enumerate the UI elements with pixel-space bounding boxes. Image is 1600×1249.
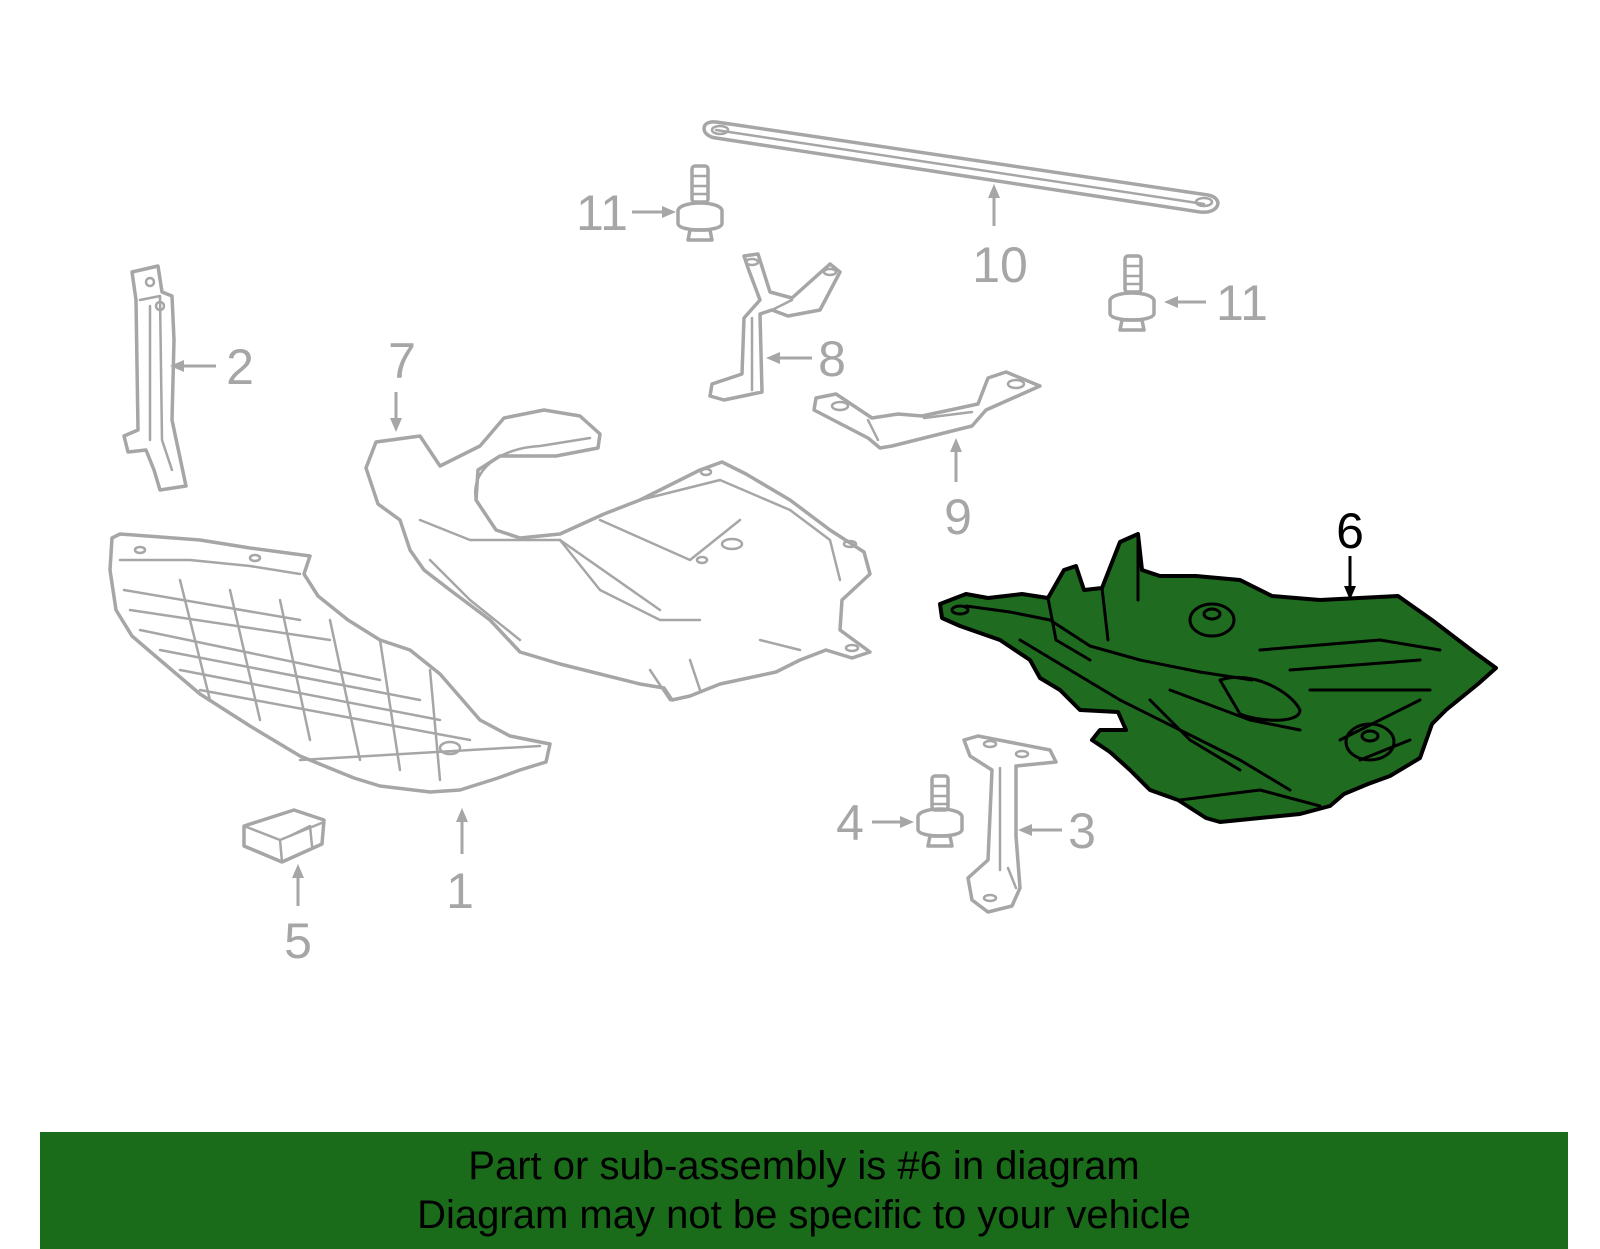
part-2-bracket[interactable] <box>122 264 188 492</box>
arrow-4 <box>872 816 914 828</box>
callout-7[interactable]: 7 <box>388 333 416 389</box>
callout-5[interactable]: 5 <box>284 913 312 969</box>
arrow-9 <box>950 438 962 482</box>
part-9-bracket[interactable] <box>812 370 1042 450</box>
part-1-front-undercover[interactable] <box>108 532 552 794</box>
part-3-bracket[interactable] <box>962 734 1058 914</box>
part-5-pad[interactable] <box>242 808 326 864</box>
arrow-2 <box>170 360 216 372</box>
callout-8[interactable]: 8 <box>818 331 846 387</box>
callout-1[interactable]: 1 <box>446 863 474 919</box>
callout-4[interactable]: 4 <box>836 795 864 851</box>
callout-6[interactable]: 6 <box>1336 503 1364 559</box>
info-banner: Part or sub-assembly is #6 in diagram Di… <box>40 1132 1568 1249</box>
arrow-6 <box>1344 556 1356 600</box>
banner-line-part: Part or sub-assembly is #6 in diagram <box>468 1144 1140 1188</box>
part-4-bolt[interactable] <box>916 774 964 848</box>
leader-lines <box>170 184 1356 906</box>
arrow-3 <box>1018 824 1062 836</box>
callout-11-left[interactable]: 11 <box>576 185 628 241</box>
callout-2[interactable]: 2 <box>226 339 254 395</box>
arrow-10 <box>988 184 1000 226</box>
arrow-11-left <box>632 206 676 218</box>
callout-3[interactable]: 3 <box>1068 803 1096 859</box>
callout-10[interactable]: 10 <box>972 237 1028 293</box>
callout-labels: 10 11 11 2 7 8 9 1 5 4 3 6 <box>226 185 1364 969</box>
arrow-7 <box>390 392 402 432</box>
part-7-engine-undercover[interactable] <box>364 408 872 702</box>
callout-11-right[interactable]: 11 <box>1216 275 1268 331</box>
part-11-bolt-left[interactable] <box>676 164 724 242</box>
callout-9[interactable]: 9 <box>944 489 972 545</box>
banner-line-disclaimer: Diagram may not be specific to your vehi… <box>417 1193 1191 1237</box>
arrow-1 <box>456 808 468 854</box>
part-6-highlighted-undercover[interactable] <box>938 532 1498 824</box>
part-10-crossbar[interactable] <box>702 120 1220 214</box>
part-11-bolt-right[interactable] <box>1108 254 1156 332</box>
arrow-11-right <box>1164 296 1206 308</box>
arrow-8 <box>766 352 812 364</box>
part-8-bracket[interactable] <box>708 252 842 402</box>
arrow-5 <box>292 864 304 906</box>
